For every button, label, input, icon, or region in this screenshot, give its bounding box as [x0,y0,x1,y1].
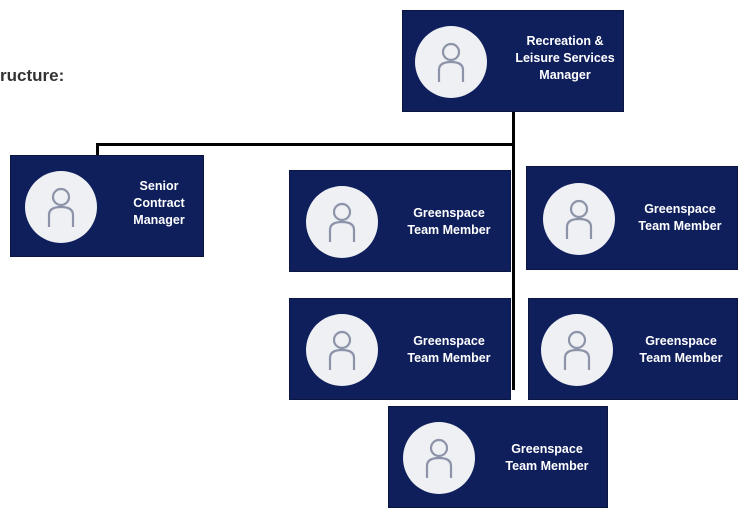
structure-heading: ructure: [0,66,65,85]
node-title-line: Contract [133,196,185,210]
node-title: Greenspace Team Member [388,205,510,239]
org-node-greenspace-team-member-3: Greenspace Team Member [289,298,511,400]
connector-manager-down [512,112,515,390]
node-title-line: Team Member [407,223,491,237]
org-node-greenspace-team-member-1: Greenspace Team Member [289,170,511,272]
node-title: Greenspace Team Member [487,441,607,475]
org-node-greenspace-team-member-5: Greenspace Team Member [388,406,608,508]
org-node-greenspace-team-member-2: Greenspace Team Member [526,166,738,270]
person-icon [47,187,75,227]
avatar [25,171,97,243]
node-title: Greenspace Team Member [623,333,738,367]
person-icon [437,42,465,82]
org-node-recreation-leisure-manager: Recreation & Leisure Services Manager [402,10,624,112]
node-title-line: Team Member [505,459,589,473]
avatar [543,183,615,255]
node-title: Senior Contract Manager [111,178,207,229]
person-icon [565,199,593,239]
node-title-line: Manager [133,213,185,227]
node-title: Greenspace Team Member [388,333,510,367]
connector-senior-drop [96,143,99,157]
avatar [403,422,475,494]
person-icon [328,202,356,242]
node-title: Recreation & Leisure Services Manager [503,33,627,84]
avatar [306,186,378,258]
connector-horizontal [96,143,515,146]
person-icon [425,438,453,478]
avatar [306,314,378,386]
node-title-line: Manager [539,68,591,82]
node-title-line: Team Member [639,351,723,365]
person-icon [328,330,356,370]
avatar [541,314,613,386]
org-node-senior-contract-manager: Senior Contract Manager [10,155,204,257]
person-icon [563,330,591,370]
node-title-line: Recreation & [526,34,604,48]
node-title-line: Greenspace [413,206,485,220]
org-node-greenspace-team-member-4: Greenspace Team Member [528,298,738,400]
node-title-line: Greenspace [413,334,485,348]
node-title-line: Greenspace [511,442,583,456]
node-title-line: Leisure Services [515,51,615,65]
node-title-line: Team Member [638,219,722,233]
node-title-line: Greenspace [645,334,717,348]
node-title: Greenspace Team Member [623,201,737,235]
node-title-line: Team Member [407,351,491,365]
node-title-line: Senior [139,179,179,193]
node-title-line: Greenspace [644,202,716,216]
avatar [415,26,487,98]
